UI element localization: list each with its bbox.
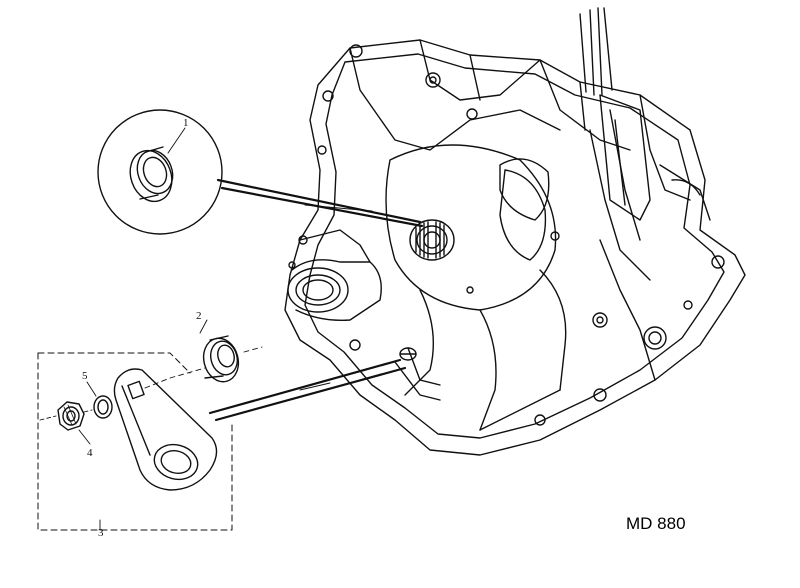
callout-part-5: 5 <box>82 370 88 382</box>
part-2-seal <box>169 319 263 383</box>
callout-part-4: 4 <box>87 447 93 459</box>
part-4-nut <box>39 401 93 445</box>
callout-part-3: 3 <box>98 527 104 539</box>
part-3-kit-group <box>37 352 407 531</box>
drawing-reference-label: MD 880 <box>626 514 686 533</box>
callout-part-1: 1 <box>183 117 189 129</box>
callout-part-2: 2 <box>196 310 202 322</box>
gearbox-housing <box>284 7 746 456</box>
detail-view-oil-seal <box>97 109 424 235</box>
part-5-washer <box>86 381 113 419</box>
